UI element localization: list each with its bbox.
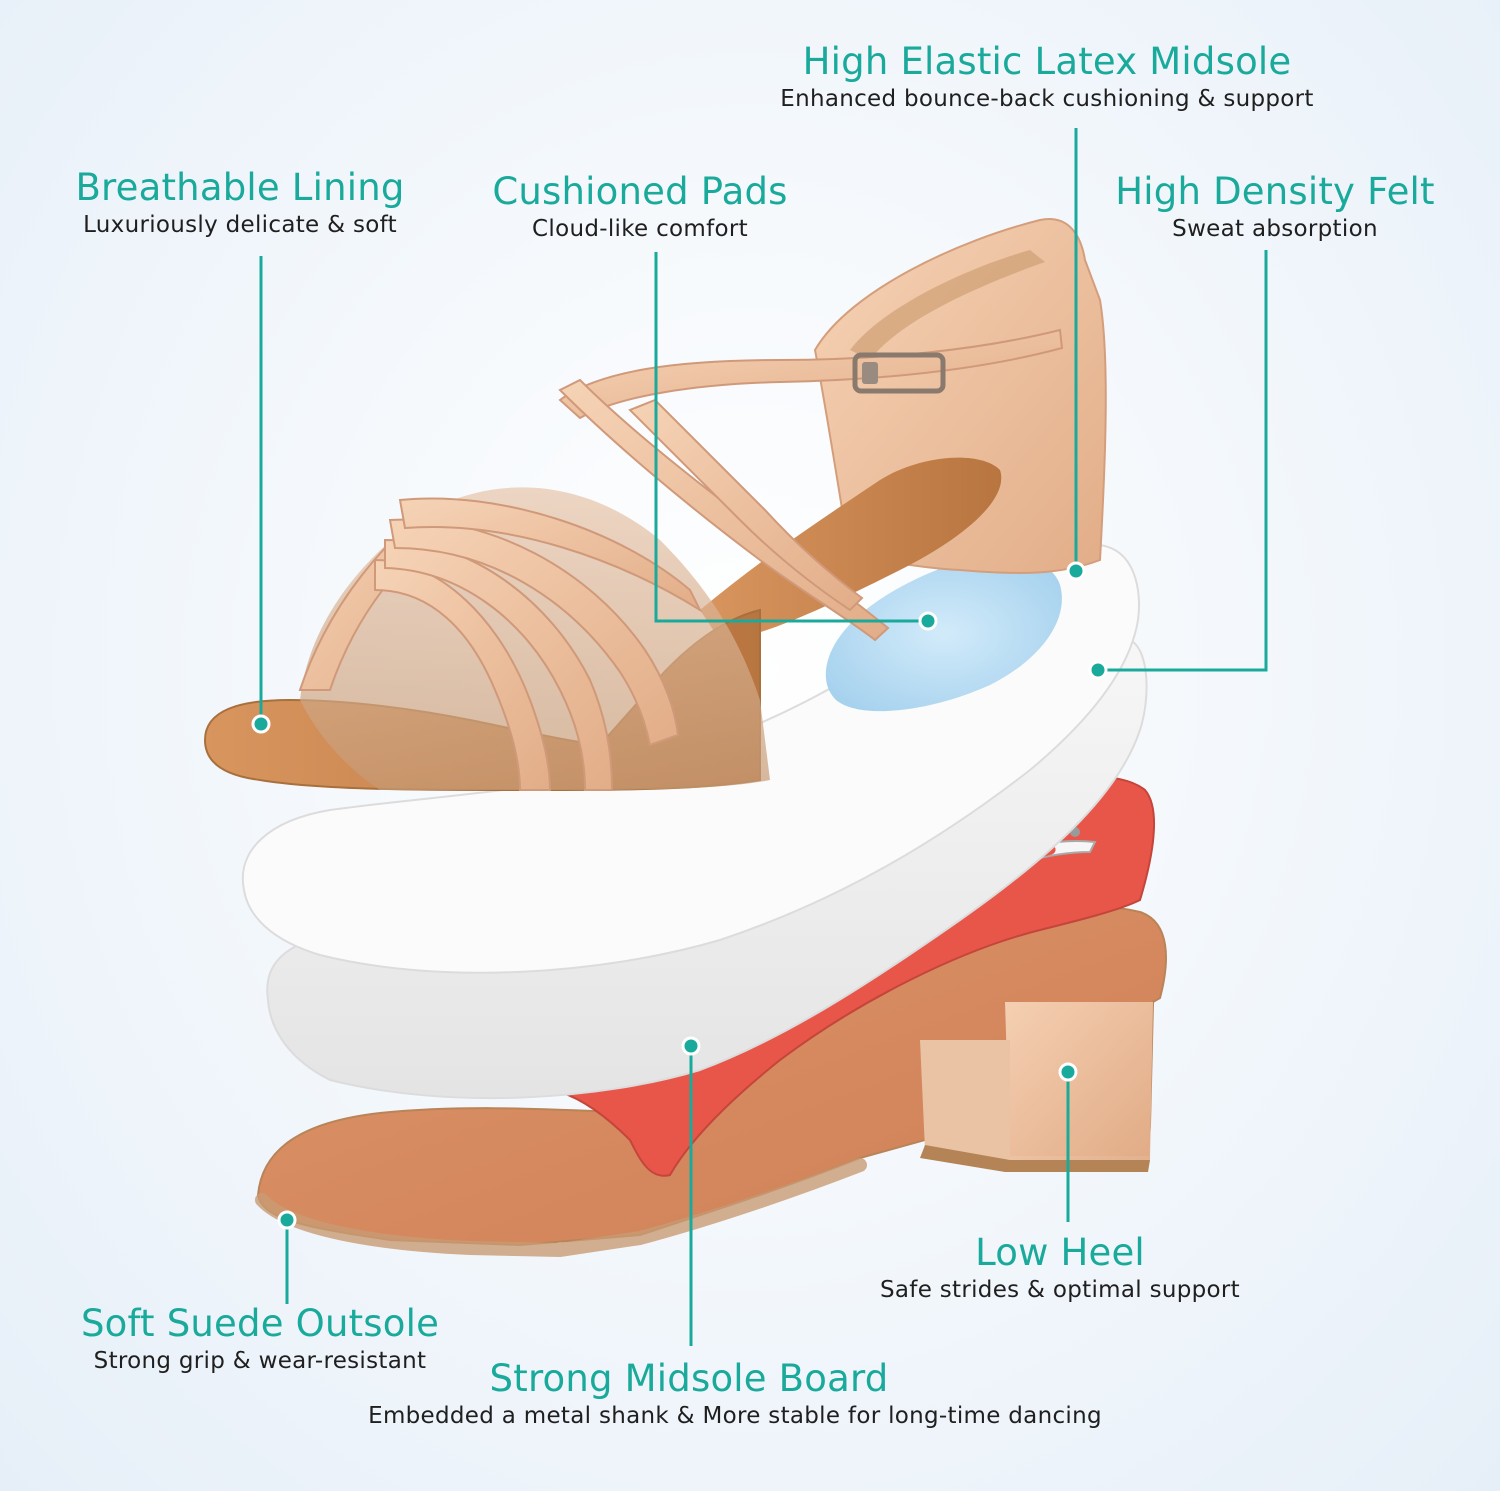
leader-line-felt [1098,250,1268,672]
label-high-density-felt: High Density Felt Sweat absorption [1110,170,1440,244]
label-title: High Density Felt [1115,170,1435,213]
label-title: Low Heel [975,1231,1145,1274]
label-title: Breathable Lining [75,166,405,209]
label-soft-suede-outsole: Soft Suede Outsole Strong grip & wear-re… [70,1302,450,1376]
leader-dot-icon [1058,1062,1078,1082]
label-subtitle: Strong grip & wear-resistant [93,1348,427,1374]
label-low-heel: Low Heel Safe strides & optimal support [860,1231,1260,1305]
label-title: Soft Suede Outsole [80,1302,440,1345]
label-title: Strong Midsole Board [489,1357,889,1400]
leader-lines [259,128,1268,1346]
label-subtitle: Embedded a metal shank & More stable for… [368,1403,1102,1429]
label-subtitle: Cloud-like comfort [532,216,748,242]
leader-dot-icon [277,1210,297,1230]
leader-dot-icon [918,611,938,631]
cushioned-pad [825,555,1062,712]
label-title: High Elastic Latex Midsole [802,40,1292,83]
leader-dot-icon [251,714,271,734]
leader-dot-icon [681,1036,701,1056]
label-cushioned-pads: Cushioned Pads Cloud-like comfort [480,170,800,244]
label-latex-midsole: High Elastic Latex Midsole Enhanced boun… [780,40,1314,114]
label-breathable-lining: Breathable Lining Luxuriously delicate &… [60,166,420,240]
leader-dot-icon [1066,561,1086,581]
dance-sandal-illustration [203,218,1107,791]
leader-line-pads [654,252,928,623]
leader-dot-icon [1088,660,1108,680]
label-title: Cushioned Pads [492,170,788,213]
label-subtitle: Enhanced bounce-back cushioning & suppor… [780,86,1314,112]
leader-dots [251,561,1108,1230]
label-subtitle: Sweat absorption [1172,216,1378,242]
label-subtitle: Luxuriously delicate & soft [83,212,397,238]
label-strong-midsole-board: Strong Midsole Board Embedded a metal sh… [350,1357,1120,1431]
label-subtitle: Safe strides & optimal support [880,1277,1240,1303]
